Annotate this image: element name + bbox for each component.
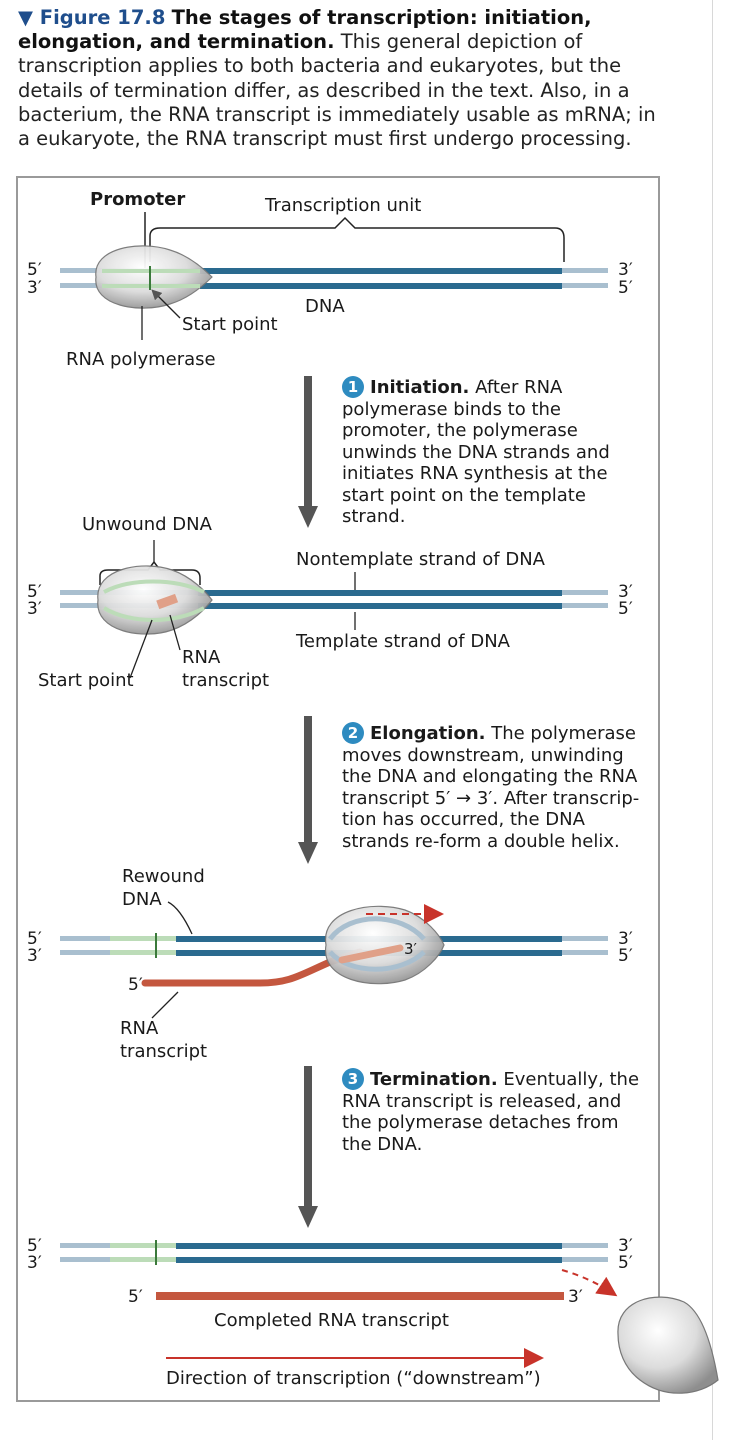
three-prime-label-right: 3′ xyxy=(618,260,633,280)
dna-top-strand-2 xyxy=(198,590,562,596)
three-prime-label-4: 3′ xyxy=(27,1253,42,1273)
dna-bottom-tail xyxy=(562,283,608,288)
three-prime-rna-end: 3′ xyxy=(404,940,418,958)
dna-bottom-strand-4 xyxy=(176,1257,562,1263)
dna-top-tail-2 xyxy=(562,590,608,595)
dna-top-tail-3 xyxy=(562,936,608,941)
promoter-top-4 xyxy=(110,1243,176,1248)
direction-label: Direction of transcription (“downstream”… xyxy=(166,1368,541,1389)
five-prime-label-right-4: 5′ xyxy=(618,1253,633,1273)
rna-transcript-label-3-l2: transcript xyxy=(120,1041,207,1062)
step-arrow-1 xyxy=(298,376,318,528)
rna-transcript-label-l2: transcript xyxy=(182,670,269,691)
rewound-dna-label-l1: Rewound xyxy=(122,866,205,887)
five-prime-label-right-2: 5′ xyxy=(618,599,633,619)
step-arrow-3 xyxy=(298,1066,318,1228)
dna-top-light-4a xyxy=(60,1243,110,1248)
completed-rna-bar xyxy=(156,1292,564,1300)
dna-top-tail-4 xyxy=(562,1243,608,1248)
step-3-title: Termination. xyxy=(370,1069,498,1090)
rna-polymerase-blob xyxy=(96,246,212,308)
dna-bottom-tail-2 xyxy=(562,603,608,608)
stage-elongation: Rewound DNA 3′ 5′ 3′ 3′ 5′ 5′ RNA transc… xyxy=(27,866,633,1062)
rna-polymerase-blob-2 xyxy=(98,566,212,634)
step-2-title: Elongation. xyxy=(370,723,485,744)
transcription-unit-bracket xyxy=(150,218,564,262)
dna-bottom-strand-2 xyxy=(198,603,562,609)
three-prime-label: 3′ xyxy=(27,278,42,298)
dna-bottom-tail-4 xyxy=(562,1257,608,1262)
start-point-label: Start point xyxy=(182,314,278,335)
promoter-bottom-3 xyxy=(110,950,176,955)
dna-top-light-3a xyxy=(60,936,110,941)
rna-transcript-label-l1: RNA xyxy=(182,647,221,668)
rewound-dna-label-l2: DNA xyxy=(122,889,162,910)
rewound-pointer xyxy=(168,902,192,934)
three-prime-label-2: 3′ xyxy=(27,599,42,619)
released-polymerase-blob xyxy=(618,1297,718,1393)
rna-transcript-label-3-l1: RNA xyxy=(120,1018,159,1039)
dna-label: DNA xyxy=(305,296,345,317)
dna-top-strand xyxy=(200,268,562,274)
five-prime-completed: 5′ xyxy=(128,1287,143,1307)
dna-bottom-strand xyxy=(200,283,562,289)
rna-transcript-pointer-3 xyxy=(152,992,178,1018)
step-3-text: 3Termination. Eventually, the RNA transc… xyxy=(342,1068,642,1155)
promoter-top-3 xyxy=(110,936,176,941)
template-strand-label: Template strand of DNA xyxy=(295,631,511,652)
dna-bottom-light-3a xyxy=(60,950,110,955)
transcription-unit-label: Transcription unit xyxy=(264,195,421,216)
step-2-number: 2 xyxy=(342,722,364,744)
promoter-bottom-4 xyxy=(110,1257,176,1262)
five-prime-label-right-3: 5′ xyxy=(618,946,633,966)
five-prime-rna-label: 5′ xyxy=(128,975,143,995)
step-1-title: Initiation. xyxy=(370,377,469,398)
dna-top-tail xyxy=(562,268,608,273)
dna-bottom-light-4a xyxy=(60,1257,110,1262)
stage-promoter: Promoter Transcription unit 5′ 3′ 3′ 5′ … xyxy=(27,189,633,370)
five-prime-label-right: 5′ xyxy=(618,278,633,298)
dna-top-strand-4 xyxy=(176,1243,562,1249)
rna-polymerase-label: RNA polymerase xyxy=(66,349,216,370)
step-1-body: After RNA polymerase binds to the promot… xyxy=(342,377,610,527)
step-arrow-2 xyxy=(298,716,318,864)
unwound-dna-label: Unwound DNA xyxy=(82,514,213,535)
completed-rna-label: Completed RNA transcript xyxy=(214,1310,449,1331)
stage-termination: 5′ 3′ 3′ 5′ 5′ 3′ Completed RNA transcri… xyxy=(27,1236,718,1393)
three-prime-completed: 3′ xyxy=(568,1287,583,1307)
start-point-label-2: Start point xyxy=(38,670,134,691)
three-prime-label-3: 3′ xyxy=(27,946,42,966)
stage-initiation: Unwound DNA Nontemplate strand of DNA 5′… xyxy=(27,514,633,691)
step-1-number: 1 xyxy=(342,376,364,398)
step-3-number: 3 xyxy=(342,1068,364,1090)
step-1-text: 1 Initiation. After RNA polymerase binds … xyxy=(342,376,642,528)
dna-bottom-tail-3 xyxy=(562,950,608,955)
promoter-label: Promoter xyxy=(90,189,185,210)
nontemplate-strand-label: Nontemplate strand of DNA xyxy=(296,549,546,570)
five-prime-label: 5′ xyxy=(27,260,42,280)
